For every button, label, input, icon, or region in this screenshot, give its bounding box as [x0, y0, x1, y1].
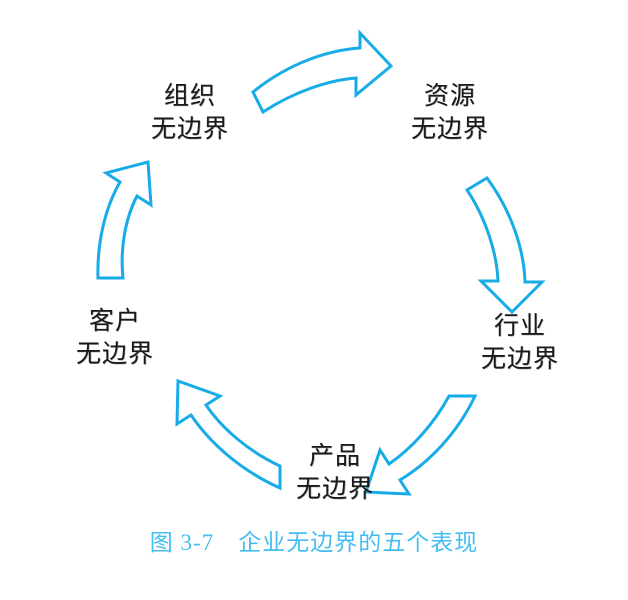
node-industry: 行业 无边界: [440, 310, 600, 376]
node-resource-line1: 资源: [423, 83, 476, 110]
arrow-product-to-customer: [175, 378, 282, 491]
node-product-line2: 无边界: [295, 476, 374, 503]
node-industry-line2: 无边界: [480, 346, 559, 373]
node-organization: 组织 无边界: [110, 80, 270, 146]
node-customer-line1: 客户: [88, 308, 141, 335]
node-resource-line2: 无边界: [410, 116, 489, 143]
node-product-line1: 产品: [308, 443, 361, 470]
node-organization-line2: 无边界: [150, 116, 229, 143]
arrow-customer-to-organization: [96, 160, 153, 280]
node-industry-line1: 行业: [493, 313, 546, 340]
node-customer: 客户 无边界: [35, 305, 195, 371]
node-product: 产品 无边界: [255, 440, 415, 506]
figure-caption: 图 3-7 企业无边界的五个表现: [149, 530, 479, 555]
node-resource: 资源 无边界: [370, 80, 530, 146]
node-customer-line2: 无边界: [75, 341, 154, 368]
arrow-industry-to-product: [363, 394, 478, 496]
arrow-resource-to-industry: [464, 176, 546, 315]
arrow-organization-to-resource: [251, 29, 394, 115]
node-organization-line1: 组织: [163, 83, 216, 110]
